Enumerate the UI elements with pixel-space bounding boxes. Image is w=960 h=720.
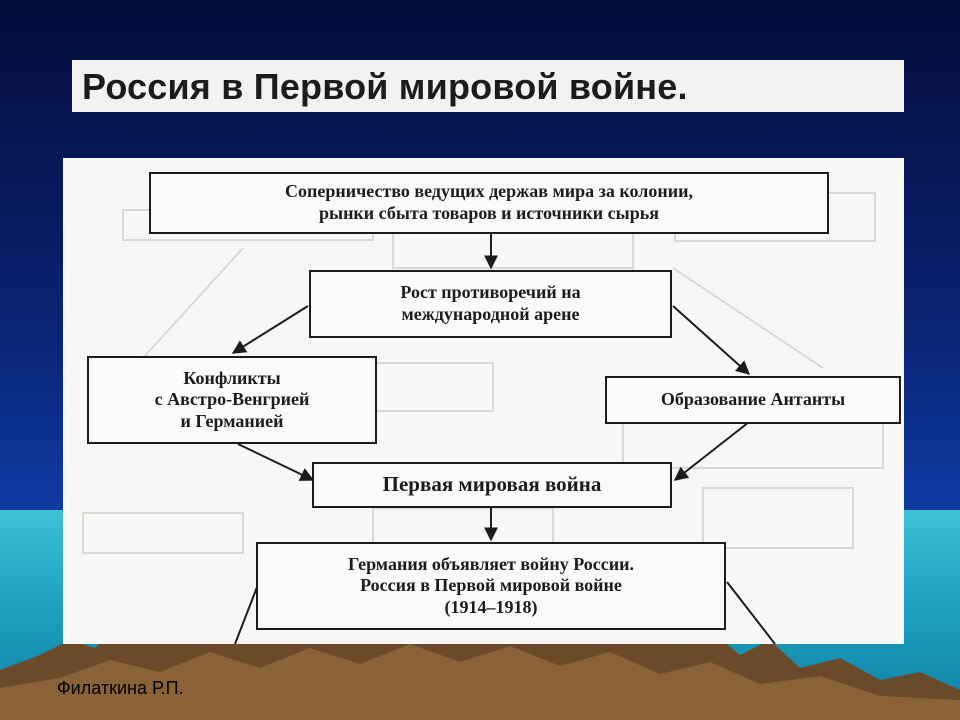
line-declaration-left [234, 581, 260, 644]
node-entente: Образование Антанты [605, 376, 901, 424]
node-conflicts: Конфликты с Австро-Венгрией и Германией [87, 356, 377, 444]
arrow-contradictions-to-conflicts [231, 305, 309, 354]
slide-title: Россия в Первой мировой войне. [82, 66, 688, 107]
arrow-contradictions-to-entente [672, 305, 751, 375]
author-credit: Филаткина Р.П. [57, 678, 184, 698]
node-contradictions-line1: Рост противоречий на [400, 282, 581, 303]
node-rivalry-line2: рынки сбыта товаров и источники сырья [319, 203, 659, 223]
node-conflicts-line1: Конфликты [183, 367, 281, 388]
node-declaration-line3: (1914–1918) [444, 596, 538, 617]
node-ww1: Первая мировая война [312, 462, 672, 508]
node-contradictions: Рост противоречий на международной арене [309, 270, 672, 338]
node-declaration-line2: Россия в Первой мировой войне [360, 575, 622, 596]
node-entente-line1: Образование Антанты [660, 389, 846, 410]
title-bar: Россия в Первой мировой войне. [72, 60, 904, 112]
node-rivalry: Соперничество ведущих держав мира за кол… [149, 172, 829, 234]
node-contradictions-line2: международной арене [401, 304, 580, 324]
node-conflicts-line2: с Австро-Венгрией [154, 389, 310, 410]
node-conflicts-line3: и Германией [180, 410, 284, 431]
line-declaration-right [726, 581, 776, 644]
node-rivalry-line1: Соперничество ведущих держав мира за кол… [285, 181, 693, 202]
arrow-entente-to-ww1 [673, 421, 750, 481]
diagram-panel: Соперничество ведущих держав мира за кол… [63, 158, 904, 644]
arrow-conflicts-to-ww1 [237, 443, 315, 481]
node-declaration-line1: Германия объявляет войну России. [348, 553, 634, 574]
node-ww1-line1: Первая мировая война [382, 472, 602, 497]
node-declaration: Германия объявляет войну России. Россия … [256, 542, 726, 630]
